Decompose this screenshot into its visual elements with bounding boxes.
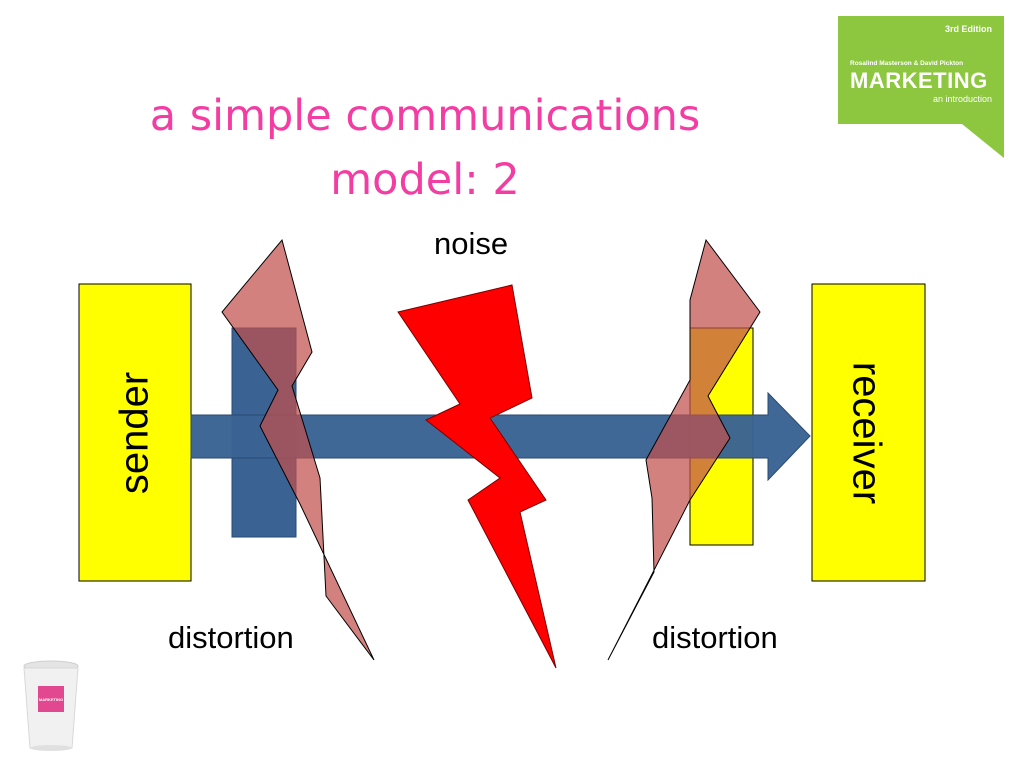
cup-icon <box>23 660 79 751</box>
cup-logo: MARKETING <box>18 660 84 752</box>
book-badge: 3rd Edition Rosalind Masterson & David P… <box>838 16 1004 158</box>
slide-title-line-1: a simple communications <box>149 91 701 141</box>
cup-logo-text: MARKETING <box>38 697 64 702</box>
left-distortion-bolt <box>221 238 375 661</box>
book-authors: Rosalind Masterson & David Pickton <box>850 60 964 67</box>
right-distortion-bolt <box>607 238 761 661</box>
noise-bolt <box>397 284 557 669</box>
distortion-label-right: distortion <box>652 620 778 655</box>
book-badge-shape <box>838 16 1004 158</box>
sender-box <box>78 283 192 582</box>
book-subtitle: an introduction <box>932 94 992 104</box>
receiver-box <box>811 283 926 582</box>
book-title: MARKETING <box>850 68 988 93</box>
slide-title: a simple communications model: 2 <box>110 84 740 212</box>
slide-title-line-2: model: 2 <box>330 155 520 205</box>
receiver-label: receiver <box>844 361 889 505</box>
noise-label: noise <box>434 226 509 261</box>
book-edition: 3rd Edition <box>945 24 992 34</box>
sender-label: sender <box>112 371 157 495</box>
distortion-label-left: distortion <box>168 620 294 655</box>
